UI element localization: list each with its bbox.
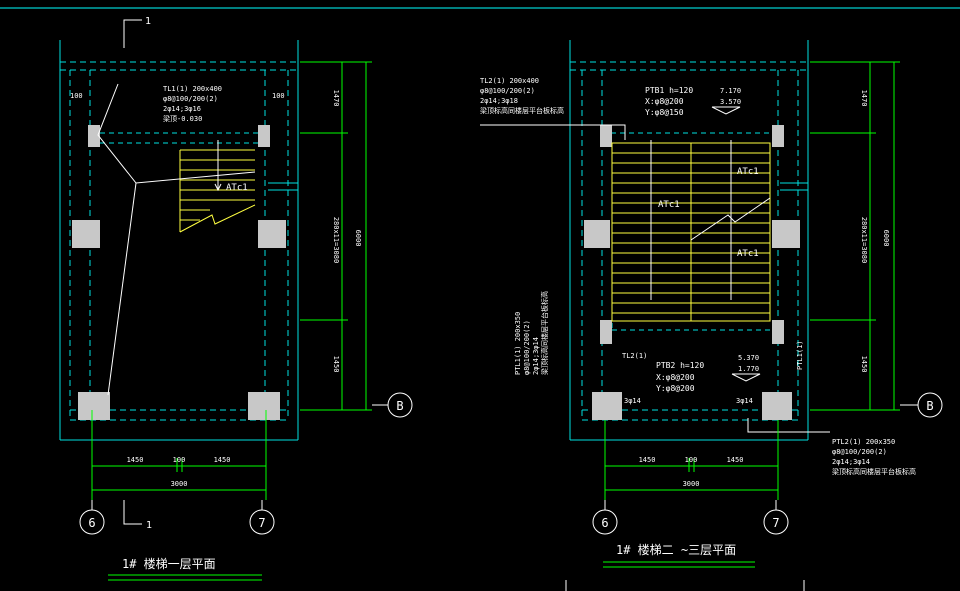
dim-v3-plan1: 1450	[332, 356, 340, 373]
svg-text:φ8@100/200(2): φ8@100/200(2)	[523, 320, 531, 375]
dim-v2-plan2: 280x11=3080	[860, 217, 868, 263]
dim-vtotal-plan1: 6000	[354, 230, 362, 247]
svg-text:6: 6	[88, 516, 95, 530]
svg-text:6: 6	[601, 516, 608, 530]
dim-h1-plan1: 1450	[127, 456, 144, 464]
svg-text:φ8@100/200(2): φ8@100/200(2)	[163, 95, 218, 103]
dim-h2-plan2: 100	[685, 456, 698, 464]
axis-bubble-6-plan2	[592, 509, 618, 535]
dim-vertical-plan2	[810, 61, 900, 411]
axis-bubble-6-plan1	[79, 509, 105, 535]
axis-bubble-B-plan2	[917, 392, 943, 418]
svg-text:B: B	[396, 399, 403, 413]
svg-text:2φ14;3φ14: 2φ14;3φ14	[532, 337, 540, 375]
dim-v1-plan2: 1470	[860, 90, 868, 107]
ptl1-note: PTL1(1) 200x350 φ8@100/200(2) 2φ14;3φ14 …	[514, 291, 549, 375]
dim-vertical-plan1	[300, 61, 372, 411]
svg-text:PTB1 h=120: PTB1 h=120	[645, 86, 693, 95]
dim-htotal-plan2: 3000	[683, 480, 700, 488]
dim-v3-plan2: 1450	[860, 356, 868, 373]
plan-second-third-floor: ATc1 ATc1 ATc1 TL2(1) 200x400 φ8@100/200…	[480, 40, 943, 591]
svg-text:2φ14;3φ18: 2φ14;3φ18	[480, 97, 518, 105]
dim-v1-plan1: 1470	[332, 90, 340, 107]
rebar-left: 3φ14	[624, 397, 641, 405]
dim-h2-plan1: 100	[173, 456, 186, 464]
svg-text:5.370: 5.370	[738, 354, 759, 362]
svg-text:3.570: 3.570	[720, 98, 741, 106]
svg-text:φ8@100/200(2): φ8@100/200(2)	[832, 448, 887, 456]
svg-text:7.170: 7.170	[720, 87, 741, 95]
svg-text:TL1(1) 200x400: TL1(1) 200x400	[163, 85, 222, 93]
ptb1-note: PTB1 h=120 X:φ8@200 Y:φ8@150	[645, 86, 693, 117]
svg-text:1.770: 1.770	[738, 365, 759, 373]
dim-h3-plan2: 1450	[727, 456, 744, 464]
dim-h3-plan1: 1450	[214, 456, 231, 464]
plan-first-floor: 1	[59, 16, 413, 581]
ptb2-note: PTB2 h=120 X:φ8@200 Y:φ8@200	[656, 361, 704, 393]
svg-text:X:φ8@200: X:φ8@200	[645, 97, 684, 106]
section-mark-bottom-label: 1	[146, 520, 152, 531]
svg-text:7: 7	[772, 516, 779, 530]
svg-text:2φ14;3φ16: 2φ14;3φ16	[163, 105, 201, 113]
svg-text:PTL2(1) 200x350: PTL2(1) 200x350	[832, 438, 895, 446]
svg-text:PTL1(1) 200x350: PTL1(1) 200x350	[514, 312, 522, 375]
columns-plan2	[584, 125, 800, 420]
stair-label-2-2: ATc1	[658, 200, 680, 210]
section-mark-bottom	[123, 500, 142, 525]
dim-vtotal-plan2: 6000	[882, 230, 890, 247]
beam-note-leader-plan1	[97, 83, 256, 184]
elev-bottom: 5.370 1.770	[731, 354, 761, 382]
svg-text:2φ14;3φ14: 2φ14;3φ14	[832, 458, 870, 466]
ptl1-tag: PTL1(1)	[796, 340, 804, 370]
dim-htotal-plan1: 3000	[171, 480, 188, 488]
title-plan1: 1# 楼梯一层平面	[122, 556, 216, 571]
dim-v2-plan1: 280x11=3080	[332, 217, 340, 263]
svg-text:梁顶标高同楼层平台板标高: 梁顶标高同楼层平台板标高	[480, 106, 564, 115]
stair-label-2-1: ATc1	[737, 167, 759, 177]
ptl2-leader	[747, 418, 830, 433]
title-plan2: 1# 楼梯二 ~三层平面	[616, 542, 736, 557]
stair-flights-plan2	[611, 142, 771, 322]
svg-text:B: B	[926, 399, 933, 413]
dim-h1-plan2: 1450	[639, 456, 656, 464]
svg-text:梁顶-0.030: 梁顶-0.030	[163, 114, 202, 123]
stair-label-2-3: ATc1	[737, 249, 759, 259]
section-mark-top	[123, 19, 142, 48]
ptl2-note: PTL2(1) 200x350 φ8@100/200(2) 2φ14;3φ14 …	[832, 438, 916, 476]
section-mark-top-label: 1	[145, 16, 151, 27]
elev-top: 7.170 3.570	[711, 87, 741, 115]
svg-text:PTB2 h=120: PTB2 h=120	[656, 361, 704, 370]
columns-plan1	[72, 125, 286, 420]
beam-note-plan2: TL2(1) 200x400 φ8@100/200(2) 2φ14;3φ18 梁…	[480, 77, 564, 115]
axis-bubble-7-plan1	[249, 509, 275, 535]
stair-arrow-plan1	[214, 140, 222, 192]
svg-text:φ8@100/200(2): φ8@100/200(2)	[480, 87, 535, 95]
axis-bubble-B-plan1	[387, 392, 413, 418]
svg-text:Y:φ8@150: Y:φ8@150	[645, 108, 684, 117]
rebar-right: 3φ14	[736, 397, 753, 405]
beam-note-plan1: TL1(1) 200x400 φ8@100/200(2) 2φ14;3φ16 梁…	[163, 85, 222, 123]
stair-arrows-plan2	[650, 140, 732, 300]
tl2-tag: TL2(1)	[622, 352, 647, 360]
svg-text:梁顶标高同楼层平台板标高: 梁顶标高同楼层平台板标高	[540, 291, 549, 375]
svg-text:Y:φ8@200: Y:φ8@200	[656, 384, 695, 393]
leader-long-plan1	[107, 182, 137, 396]
dim-100-left-plan1: 100	[70, 92, 83, 100]
svg-text:TL2(1) 200x400: TL2(1) 200x400	[480, 77, 539, 85]
dim-horizontal-plan2	[604, 420, 779, 500]
dim-horizontal-plan1	[91, 410, 267, 500]
stair-label-plan1: ATc1	[226, 183, 248, 193]
svg-text:7: 7	[258, 516, 265, 530]
beam-note-leader-plan2	[480, 124, 626, 140]
svg-text:X:φ8@200: X:φ8@200	[656, 373, 695, 382]
dim-100-right-plan1: 100	[272, 92, 285, 100]
axis-bubble-7-plan2	[763, 509, 789, 535]
svg-text:梁顶标高同楼层平台板标高: 梁顶标高同楼层平台板标高	[832, 467, 916, 476]
